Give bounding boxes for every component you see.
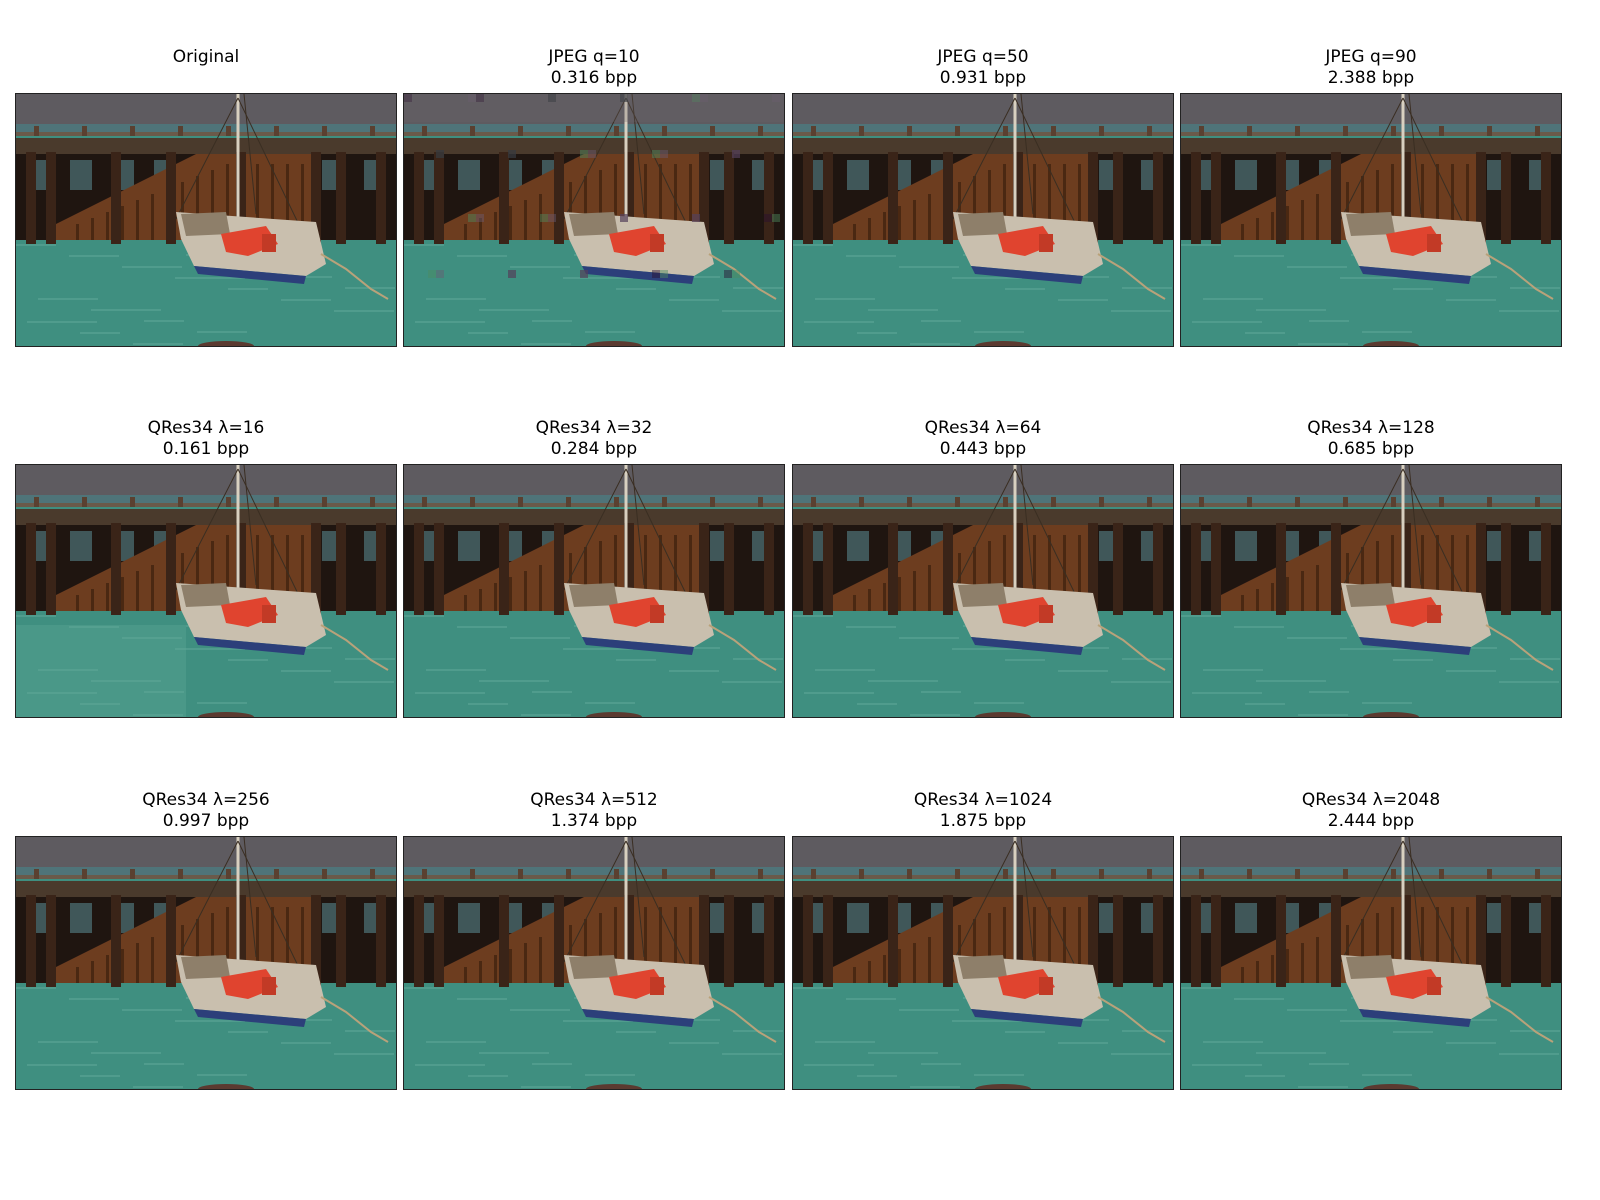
panel-caption: QRes34 λ=2048 2.444 bpp: [1301, 790, 1441, 831]
boat-at-pier-image: [793, 465, 1173, 717]
panel-caption: QRes34 λ=128 0.685 bpp: [1307, 418, 1435, 459]
panel-caption: JPEG q=50 0.931 bpp: [937, 47, 1029, 88]
boat-at-pier-image: [16, 465, 396, 717]
boat-photo: [403, 464, 785, 718]
boat-photo: [1180, 93, 1562, 347]
boat-photo: [1180, 836, 1562, 1090]
boat-at-pier-image: [1181, 837, 1561, 1089]
panel-caption: QRes34 λ=512 1.374 bpp: [530, 790, 658, 831]
boat-photo: [15, 93, 397, 347]
panel-caption: JPEG q=10 0.316 bpp: [548, 47, 640, 88]
boat-at-pier-image: [404, 94, 784, 346]
boat-photo: [15, 836, 397, 1090]
boat-at-pier-image: [793, 94, 1173, 346]
boat-photo: [792, 464, 1174, 718]
panel-caption: QRes34 λ=64 0.443 bpp: [924, 418, 1042, 459]
boat-photo: [403, 93, 785, 347]
boat-at-pier-image: [16, 837, 396, 1089]
panel-caption: JPEG q=90 2.388 bpp: [1325, 47, 1417, 88]
boat-photo: [15, 464, 397, 718]
boat-at-pier-image: [16, 94, 396, 346]
boat-at-pier-image: [793, 837, 1173, 1089]
boat-at-pier-image: [1181, 465, 1561, 717]
boat-photo: [403, 836, 785, 1090]
panel-caption: QRes34 λ=256 0.997 bpp: [142, 790, 270, 831]
boat-photo: [792, 836, 1174, 1090]
panel-caption: Original: [172, 47, 240, 67]
panel-caption: QRes34 λ=1024 1.875 bpp: [913, 790, 1053, 831]
boat-at-pier-image: [404, 837, 784, 1089]
boat-photo: [792, 93, 1174, 347]
panel-caption: QRes34 λ=32 0.284 bpp: [535, 418, 653, 459]
boat-at-pier-image: [404, 465, 784, 717]
panel-caption: QRes34 λ=16 0.161 bpp: [147, 418, 265, 459]
boat-at-pier-image: [1181, 94, 1561, 346]
boat-photo: [1180, 464, 1562, 718]
